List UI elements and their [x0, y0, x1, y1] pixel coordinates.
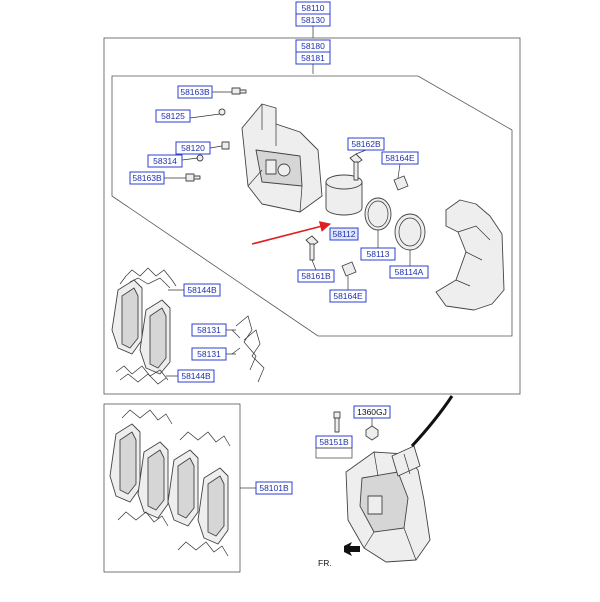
label-58151b[interactable]: 58151B [315, 435, 353, 449]
dust-boot [394, 213, 426, 251]
bolt-58151b [333, 411, 341, 433]
svg-text:58112: 58112 [332, 229, 355, 239]
svg-text:58163B: 58163B [180, 87, 210, 97]
pad-kit-springs-bottom [117, 511, 229, 557]
pad-kit-pad-2 [137, 441, 169, 519]
front-direction-indicator: FR. [318, 542, 360, 568]
pin-boot-lower [341, 261, 357, 277]
pad-kit-springs-top [121, 409, 231, 447]
svg-text:58114A: 58114A [395, 267, 424, 277]
svg-text:58110: 58110 [301, 3, 324, 13]
label-58181[interactable]: 58181 [295, 51, 331, 65]
pad-spring-lower [115, 365, 169, 385]
svg-text:58314: 58314 [153, 156, 177, 166]
fr-label: FR. [318, 558, 332, 568]
label-placeholder-box [315, 447, 353, 459]
label-58144b-lower[interactable]: 58144B [177, 369, 215, 383]
svg-text:58164E: 58164E [385, 153, 415, 163]
guide-pin-lower [305, 235, 319, 261]
label-58120[interactable]: 58120 [175, 141, 211, 155]
svg-text:58144B: 58144B [181, 371, 211, 381]
svg-text:58151B: 58151B [319, 437, 349, 447]
label-58113[interactable]: 58113 [360, 247, 396, 261]
label-58163b-upper[interactable]: 58163B [177, 85, 213, 99]
piston [325, 174, 363, 216]
label-58161b[interactable]: 58161B [297, 269, 335, 283]
svg-text:58131: 58131 [197, 349, 221, 359]
caliper-bracket [435, 199, 505, 311]
svg-text:58131: 58131 [197, 325, 221, 335]
svg-text:58125: 58125 [161, 111, 185, 121]
label-58144b-upper[interactable]: 58144B [183, 283, 221, 297]
label-58180[interactable]: 58180 [295, 39, 331, 53]
nut-1360gj [365, 425, 379, 441]
label-58114a[interactable]: 58114A [389, 265, 429, 279]
pad-kit-pad-3 [167, 449, 199, 527]
pad-spring-upper [119, 267, 177, 289]
caliper-subframe [111, 75, 513, 337]
pad-kit-pad-4 [197, 467, 229, 545]
svg-text:58161B: 58161B [301, 271, 331, 281]
highlight-arrow [251, 221, 332, 245]
svg-text:58180: 58180 [301, 41, 325, 51]
guide-pin-upper [349, 153, 363, 181]
bolt-58163b-lower [185, 173, 201, 182]
piston-seal [364, 197, 392, 231]
shim-left [235, 315, 265, 383]
brake-pad-left [111, 279, 143, 355]
label-58130[interactable]: 58130 [295, 13, 331, 27]
brake-pad-right [139, 299, 171, 375]
bolt-58163b-upper [231, 87, 247, 95]
label-58163b-lower[interactable]: 58163B [129, 171, 165, 185]
location-pointer [410, 395, 454, 448]
assembly-frame [103, 37, 521, 395]
pad-kit-pad-1 [109, 423, 141, 503]
svg-text:58113: 58113 [366, 249, 389, 259]
svg-text:58130: 58130 [301, 15, 325, 25]
svg-text:58164E: 58164E [333, 291, 363, 301]
leader-lines-upper [164, 91, 411, 290]
svg-text:58162B: 58162B [351, 139, 381, 149]
label-1360gj[interactable]: 1360GJ [353, 405, 391, 419]
label-58101b[interactable]: 58101B [255, 481, 293, 495]
label-58131-upper[interactable]: 58131 [191, 323, 227, 337]
label-58162b[interactable]: 58162B [347, 137, 385, 151]
label-58131-lower[interactable]: 58131 [191, 347, 227, 361]
label-58112[interactable]: 58112 [329, 227, 359, 241]
label-58110[interactable]: 58110 [295, 1, 331, 15]
pin-boot-upper [393, 175, 409, 191]
svg-text:58163B: 58163B [132, 173, 162, 183]
assembled-caliper [345, 445, 431, 563]
svg-text:58120: 58120 [181, 143, 205, 153]
svg-text:58144B: 58144B [187, 285, 217, 295]
label-58164e-lower[interactable]: 58164E [329, 289, 367, 303]
caliper-body [241, 103, 323, 213]
front-arrow-icon [344, 542, 360, 556]
svg-text:58101B: 58101B [259, 483, 289, 493]
label-58314[interactable]: 58314 [147, 154, 183, 168]
label-58125[interactable]: 58125 [155, 109, 191, 123]
label-58164e-upper[interactable]: 58164E [381, 151, 419, 165]
bleeder-screw [218, 108, 226, 116]
cap-58120 [221, 141, 230, 150]
svg-text:58181: 58181 [301, 53, 325, 63]
svg-text:1360GJ: 1360GJ [357, 407, 387, 417]
